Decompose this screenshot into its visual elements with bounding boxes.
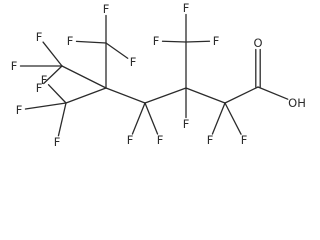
fluorine-atom-label: F <box>67 34 74 48</box>
bond-layer <box>19 13 289 137</box>
fluorine-atom-label: F <box>16 103 23 117</box>
fluorine-atom-label: F <box>41 73 48 87</box>
single-bond <box>257 86 289 100</box>
single-bond <box>24 102 67 110</box>
fluorine-atom-label: F <box>54 135 61 149</box>
fluorine-atom-label: F <box>36 81 43 95</box>
fluorine-atom-label: F <box>157 133 164 147</box>
fluorine-atom-label: F <box>127 133 134 147</box>
single-bond <box>144 102 159 135</box>
single-bond <box>105 87 146 104</box>
single-bond <box>61 65 107 89</box>
single-bond <box>185 40 211 43</box>
fluorine-atom-label: F <box>130 55 137 69</box>
single-bond <box>57 102 67 137</box>
fluorine-atom-label: F <box>11 59 18 73</box>
single-bond <box>224 86 259 104</box>
fluorine-atom-label: F <box>153 34 160 48</box>
fluorine-atom-label: F <box>213 34 220 48</box>
single-bond <box>185 87 226 104</box>
single-bond <box>42 41 63 67</box>
single-bond <box>105 42 129 59</box>
fluorine-atom-label: F <box>36 30 43 44</box>
fluorine-atom-label: F <box>183 1 190 15</box>
hydroxyl-group-label: OH <box>288 96 306 110</box>
single-bond <box>65 87 107 104</box>
single-bond <box>144 87 187 104</box>
fluorine-atom-label: F <box>241 133 248 147</box>
fluorine-atom-label: F <box>183 117 190 131</box>
carbonyl-oxygen-label: O <box>253 36 262 50</box>
single-bond <box>131 102 146 135</box>
single-bond <box>224 102 242 135</box>
fluorine-atom-label: F <box>207 133 214 147</box>
single-bond <box>43 65 63 85</box>
single-bond <box>47 84 67 104</box>
single-bond <box>75 40 107 44</box>
single-bond <box>211 102 226 135</box>
single-bond <box>161 40 187 43</box>
fluorine-atom-label: F <box>103 2 110 16</box>
